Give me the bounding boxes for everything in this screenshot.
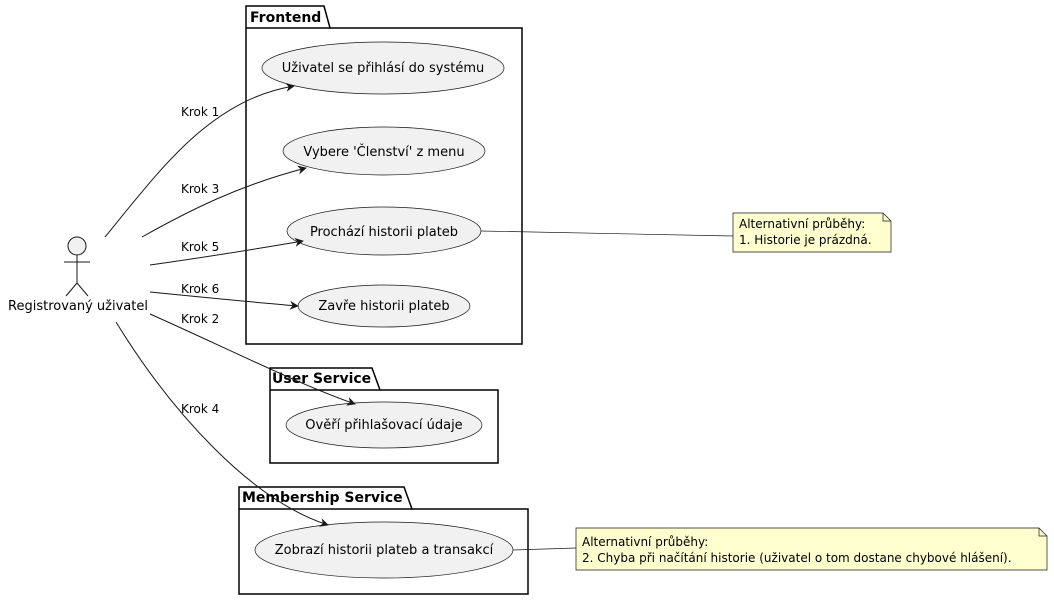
edge-krok-5: Krok 5 bbox=[149, 237, 304, 266]
note-alternative-flows-2: Alternativní průběhy: 2. Chyba při načít… bbox=[512, 527, 1048, 571]
edge-label: Krok 1 bbox=[181, 105, 219, 119]
note-alternative-flows-1: Alternativní průběhy: 1. Historie je prá… bbox=[480, 212, 892, 253]
use-case-close-history: Zavře historii plateb bbox=[297, 284, 471, 328]
use-case-label: Zobrazí historii plateb a transakcí bbox=[275, 543, 494, 558]
use-case-label: Ověří přihlašovací údaje bbox=[305, 418, 462, 433]
edge-krok-1: Krok 1 bbox=[104, 82, 295, 238]
edge-label: Krok 6 bbox=[181, 282, 219, 296]
use-case-label: Vybere 'Členství' z menu bbox=[303, 144, 464, 160]
note-line: Alternativní průběhy: bbox=[739, 217, 865, 231]
package-title: Membership Service bbox=[242, 490, 403, 506]
package-membership-service: Membership Service bbox=[238, 486, 529, 595]
edge-krok-4: Krok 4 bbox=[115, 321, 329, 527]
use-case-label: Zavře historii plateb bbox=[318, 299, 449, 314]
actor-registered-user: Registrovaný uživatel bbox=[8, 236, 148, 314]
edge-label: Krok 5 bbox=[181, 240, 219, 254]
edge-label: Krok 3 bbox=[181, 182, 219, 196]
edge-krok-2: Krok 2 bbox=[149, 312, 356, 406]
edge-krok-6: Krok 6 bbox=[149, 282, 299, 310]
use-case-show-history: Zobrazí historii plateb a transakcí bbox=[254, 521, 514, 579]
use-case-verify-credentials: Ověří přihlašovací údaje bbox=[285, 401, 483, 449]
edge-label: Krok 2 bbox=[181, 312, 219, 326]
use-case-label: Prochází historii plateb bbox=[310, 225, 458, 240]
package-frontend: Frontend bbox=[245, 5, 523, 345]
edge-krok-3: Krok 3 bbox=[141, 165, 307, 238]
package-title: User Service bbox=[272, 371, 371, 387]
note-line: 2. Chyba při načítání historie (uživatel… bbox=[582, 551, 1012, 565]
edge-label: Krok 4 bbox=[181, 402, 219, 416]
package-title: Frontend bbox=[250, 10, 321, 26]
actor-label: Registrovaný uživatel bbox=[8, 299, 148, 314]
use-case-label: Uživatel se přihlásí do systému bbox=[282, 61, 484, 76]
use-case-login: Uživatel se přihlásí do systému bbox=[261, 41, 505, 95]
note-line: Alternativní průběhy: bbox=[582, 535, 708, 549]
use-case-browse-history: Prochází historii plateb bbox=[286, 206, 482, 256]
use-case-select-membership: Vybere 'Členství' z menu bbox=[282, 126, 486, 176]
note-line: 1. Historie je prázdná. bbox=[739, 233, 872, 247]
package-user-service: User Service bbox=[269, 367, 499, 464]
